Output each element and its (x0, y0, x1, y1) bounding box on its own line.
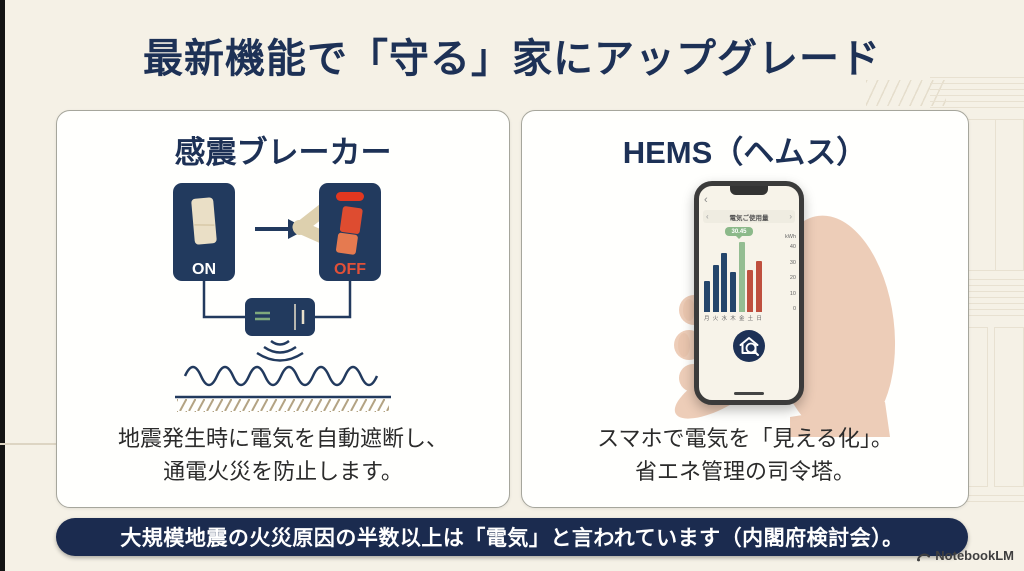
off-label: OFF (334, 261, 366, 278)
prev-chevron-icon: ‹ (706, 211, 709, 221)
on-label: ON (192, 261, 216, 278)
phone-chart-xlabel: 月 (704, 316, 710, 322)
phone-chart-bars (704, 242, 762, 312)
breaker-illustration: ON OFF (173, 183, 391, 412)
phone-chart-xlabels: 月火水木金土日 (704, 314, 762, 322)
hems-caption-line2: 省エネ管理の司令塔。 (634, 458, 855, 484)
breaker-caption-line1: 地震発生時に電気を自動遮断し、 (117, 426, 448, 451)
vibration-waves (183, 339, 379, 387)
phone-chart-yticks: 40 30 20 10 0 (790, 244, 796, 312)
on-switch-icon: ON (173, 183, 235, 281)
phone-chart-ytick: 10 (789, 290, 796, 297)
phone-chart-xlabel: 火 (712, 316, 719, 322)
hems-caption-line1: スマホで電気を「見える化」。 (597, 426, 893, 451)
phone-chart-xlabel: 水 (721, 316, 727, 322)
phone-chart-ytick: 30 (789, 259, 796, 266)
ground-hatch (175, 395, 391, 412)
notebooklm-logo-icon (917, 553, 931, 562)
phone-chart-bar (704, 280, 711, 312)
info-banner: 大規模地震の火災原因の半数以上は「電気」と言われています（内閣府検討会）。 (56, 518, 968, 556)
info-banner-text: 大規模地震の火災原因の半数以上は「電気」と言われています（内閣府検討会）。 (120, 527, 904, 550)
letterbox-left (0, 0, 5, 571)
smartphone: ‹ ‹ 電気ご使用量 › 30.45 kWh 40 30 20 10 0 月火水木金土日 (694, 181, 804, 405)
breaker-card-title: 感震ブレーカー (174, 135, 392, 170)
phone-chart-xlabel: 日 (756, 316, 762, 322)
hems-card-title: HEMS（ヘムス） (622, 135, 868, 170)
phone-chart-bar (712, 264, 719, 312)
phone-chart-bar (747, 270, 754, 312)
phone-chart-unit: kWh (785, 234, 796, 240)
phone-chart-ytick: 40 (789, 244, 796, 250)
usage-value-badge: 30.45 (725, 227, 753, 236)
page-title: 最新機能で「守る」家にアップグレード (143, 37, 881, 81)
breaker-caption-line2: 通電火災を防止します。 (163, 458, 403, 484)
hems-caption: スマホで電気を「見える化」。 省エネ管理の司令塔。 (522, 423, 968, 488)
next-chevron-icon: › (789, 211, 792, 221)
breaker-caption: 地震発生時に電気を自動遮断し、 通電火災を防止します。 (57, 423, 509, 488)
notebooklm-watermark-text: NotebookLM (935, 548, 1014, 563)
phone-chart-bar (738, 242, 745, 312)
app-header-label: 電気ご使用量 (729, 214, 769, 222)
home-indicator (734, 392, 764, 395)
notebooklm-watermark: NotebookLM (916, 548, 1014, 563)
phone-app-header: ‹ 電気ご使用量 › (703, 210, 795, 223)
hems-card: HEMS（ヘムス） ‹ ‹ 電気ご使用量 › (521, 110, 969, 508)
phone-chart-bar (729, 271, 737, 312)
phone-chart-xlabel: 木 (730, 316, 736, 322)
background-line (0, 443, 56, 445)
phone-back-chevron-icon: ‹ (704, 194, 708, 206)
off-switch-icon: OFF (292, 183, 381, 281)
phone-notch (730, 186, 768, 195)
phone-chart-xlabel: 土 (747, 316, 754, 322)
home-search-icon (733, 330, 765, 362)
phone-chart-bar (755, 261, 762, 312)
phone-chart-xlabel: 金 (738, 316, 745, 322)
phone-chart-ytick: 0 (792, 306, 796, 312)
breaker-card: 感震ブレーカー ON (56, 110, 510, 508)
phone-chart-bar (721, 252, 728, 312)
breaker-device (202, 281, 352, 336)
phone-chart-ytick: 20 (789, 275, 796, 281)
